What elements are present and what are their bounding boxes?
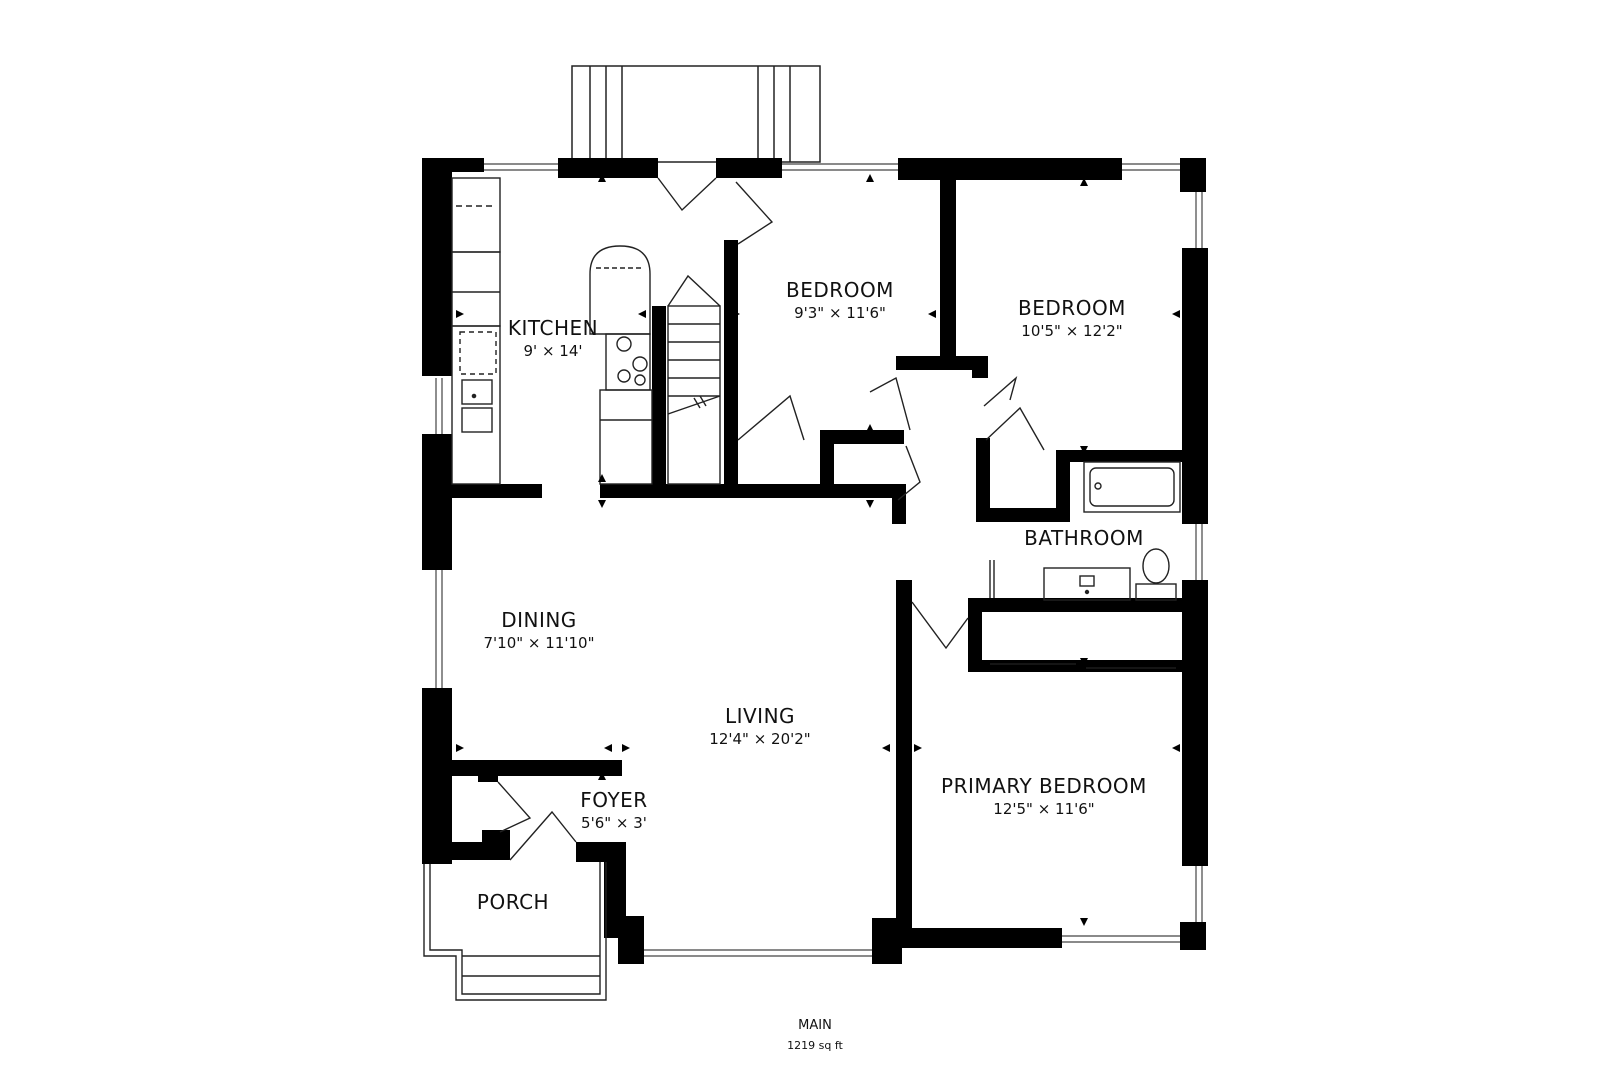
room-name: BEDROOM (786, 278, 894, 302)
room-label-porch: PORCH (477, 892, 549, 912)
doors (497, 177, 1045, 861)
room-dimensions: 12'4" × 20'2" (709, 730, 811, 748)
room-label-dining: DINING 7'10" × 11'10" (484, 610, 595, 651)
room-name: FOYER (580, 788, 648, 812)
room-label-bedroom-a: BEDROOM 9'3" × 11'6" (786, 280, 894, 321)
room-name: BATHROOM (1024, 526, 1144, 550)
walls (422, 158, 1208, 964)
room-name: LIVING (724, 704, 796, 728)
closet-sliders (990, 663, 1176, 669)
room-name: BEDROOM (1018, 296, 1126, 320)
kitchen-fixtures (451, 177, 653, 485)
rear-deck (571, 65, 821, 163)
dimension-markers (456, 174, 1180, 926)
staircase (667, 274, 721, 485)
windows (435, 163, 1203, 957)
room-label-foyer: FOYER 5'6" × 3' (580, 790, 647, 831)
room-dimensions: 5'6" × 3' (581, 814, 647, 832)
room-label-bathroom: BATHROOM (1024, 528, 1144, 548)
floor-name: MAIN (798, 1018, 832, 1033)
room-label-bedroom-b: BEDROOM 10'5" × 12'2" (1018, 298, 1126, 339)
floor-area: 1219 sq ft (787, 1039, 843, 1052)
porch-outline (423, 862, 607, 1001)
room-name: DINING (501, 608, 577, 632)
room-name: KITCHEN (507, 316, 599, 340)
room-name: PRIMARY BEDROOM (941, 774, 1147, 798)
room-dimensions: 9' × 14' (523, 342, 583, 360)
room-label-kitchen: KITCHEN 9' × 14' (508, 318, 598, 359)
room-dimensions: 12'5" × 11'6" (993, 800, 1095, 818)
room-label-living: LIVING 12'4" × 20'2" (709, 706, 810, 747)
room-name: PORCH (476, 890, 550, 914)
room-label-primary-bedroom: PRIMARY BEDROOM 12'5" × 11'6" (941, 776, 1147, 817)
room-dimensions: 9'3" × 11'6" (794, 304, 886, 322)
room-dimensions: 7'10" × 11'10" (483, 634, 595, 652)
bathroom-fixtures (989, 461, 1181, 601)
room-dimensions: 10'5" × 12'2" (1021, 322, 1123, 340)
floor-caption: MAIN 1219 sq ft (787, 1018, 843, 1052)
